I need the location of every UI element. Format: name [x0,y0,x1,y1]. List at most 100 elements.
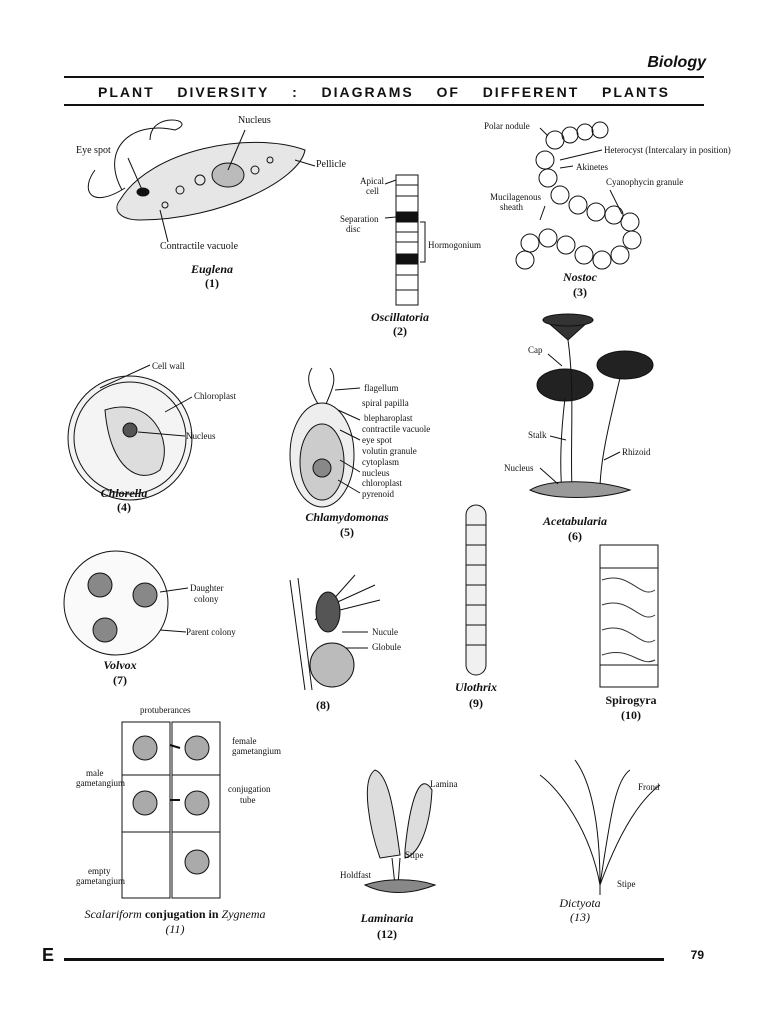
ulothrix-number: (9) [469,696,483,710]
zygnema-caption-pre: Scalariform [84,907,142,921]
chlamydomonas-illustration [289,367,361,508]
acetabularia-label-cap: Cap [528,345,543,355]
zygnema-label-empty: empty [88,866,111,876]
ulothrix-illustration [465,504,487,676]
acetabularia-caption: Acetabularia [542,514,607,528]
title-word: DIAGRAMS [321,84,414,100]
zygnema-label-female-2: gametangium [232,746,281,756]
chlamydomonas-caption: Chlamydomonas [305,510,389,524]
nostoc-label-polar-nodule: Polar nodule [484,121,530,131]
euglena-label-vacuole: Contractile vacuole [160,241,239,252]
title-word: OF [436,84,460,100]
chlamydomonas-label: volutin granule [362,446,417,456]
acetabularia-illustration [528,313,654,498]
chlamydomonas-label: spiral papilla [362,398,409,408]
volvox-caption: Volvox [103,658,137,672]
zygnema-caption: Scalariform conjugation in Zygnema [60,907,290,922]
spirogyra-number: (10) [621,708,641,722]
zygnema-label-tube: tube [240,795,256,805]
nostoc-number: (3) [573,285,587,299]
euglena-illustration [87,119,316,243]
footer-rule [64,958,664,961]
laminaria-label-stipe: Stipe [405,850,424,860]
title-word: DIFFERENT [482,84,580,100]
dictyota-label-stipe: Stipe [617,879,636,889]
zygnema-label-male-2: gametangium [76,778,125,788]
header-rule-bottom [64,104,704,106]
nostoc-label-heterocyst: Heterocyst (Intercalary in position) [604,145,731,155]
zygnema-label-protuberances: protuberances [140,705,191,715]
chlamydomonas-label: eye spot [362,435,392,445]
volvox-label-parent: Parent colony [186,627,236,637]
chlorella-illustration [67,364,193,501]
euglena-label-eyespot: Eye spot [76,145,111,156]
chlorella-label-chloroplast: Chloroplast [194,391,236,401]
chlamydomonas-label: nucleus [362,468,390,478]
chlamydomonas-label: cytoplasm [362,457,399,467]
chara-label-nucule: Nucule [372,627,398,637]
euglena-label-nucleus: Nucleus [238,115,271,126]
chlamydomonas-number: (5) [340,525,354,539]
dictyota-caption: Dictyota [559,896,601,910]
oscillatoria-label-hormogonium: Hormogonium [428,240,481,250]
header-rule-top [64,76,704,78]
chlamydomonas-label: flagellum [364,383,399,393]
chara-illustration [289,574,381,691]
dictyota-number: (13) [570,910,590,924]
title-word: DIVERSITY [177,84,270,100]
chara-number: (8) [316,698,330,712]
nostoc-label-sheath: sheath [500,202,523,212]
oscillatoria-label-disc: disc [346,224,361,234]
zygnema-label-male: male [86,768,104,778]
zygnema-caption-post: Zygnema [221,907,266,921]
acetabularia-label-rhizoid: Rhizoid [622,447,651,457]
zygnema-label-empty-2: gametangium [76,876,125,886]
chlamydomonas-label: blepharoplast [364,413,413,423]
acetabularia-number: (6) [568,529,582,543]
laminaria-caption: Laminaria [360,911,414,925]
ulothrix-caption: Ulothrix [454,680,497,694]
oscillatoria-number: (2) [393,324,407,338]
laminaria-illustration [363,769,437,893]
spirogyra-caption: Spirogyra [605,693,657,707]
nostoc-caption: Nostoc [563,270,597,284]
laminaria-label-holdfast: Holdfast [340,870,371,880]
zygnema-label-female: female [232,736,257,746]
laminaria-number: (12) [377,927,397,941]
volvox-label-colony: colony [194,594,219,604]
chlorella-label-nucleus: Nucleus [186,431,216,441]
dictyota-illustration [539,759,661,895]
title-word: : [292,84,299,100]
page-title: PLANT DIVERSITY : DIAGRAMS OF DIFFERENT … [64,84,704,100]
euglena-number: (1) [205,276,219,290]
volvox-illustration [63,550,189,656]
zygnema-illustration [121,721,221,899]
chlorella-caption: Chlorella [100,486,148,500]
volvox-number: (7) [113,673,127,687]
nostoc-label-granule: Cyanophycin granule [606,177,684,187]
chlorella-number: (4) [117,500,131,514]
dictyota-label-frond: Frond [638,782,660,792]
chlamydomonas-label: chloroplast [362,478,402,488]
euglena-caption: Euglena [190,262,233,276]
title-word: PLANTS [602,84,670,100]
footer-letter: E [42,945,55,965]
euglena-label-pellicle: Pellicle [316,159,346,170]
chara-label-globule: Globule [372,642,401,652]
chlorella-label-cellwall: Cell wall [152,361,185,371]
laminaria-label-lamina: Lamina [430,779,458,789]
chlamydomonas-label: contractile vacuole [362,424,431,434]
oscillatoria-illustration [384,174,426,306]
nostoc-label-mucilaginous: Mucilagenous [490,192,541,202]
volvox-label-daughter: Daughter [190,583,224,593]
acetabularia-label-stalk: Stalk [528,430,547,440]
page-number: 79 [690,948,704,962]
spirogyra-illustration [599,544,659,688]
nostoc-illustration [515,121,642,270]
chlamydomonas-label: pyrenoid [362,489,394,499]
oscillatoria-label-cell: cell [366,186,379,196]
nostoc-label-akinetes: Akinetes [576,162,608,172]
title-word: PLANT [98,84,155,100]
zygnema-number: (11) [165,922,185,936]
